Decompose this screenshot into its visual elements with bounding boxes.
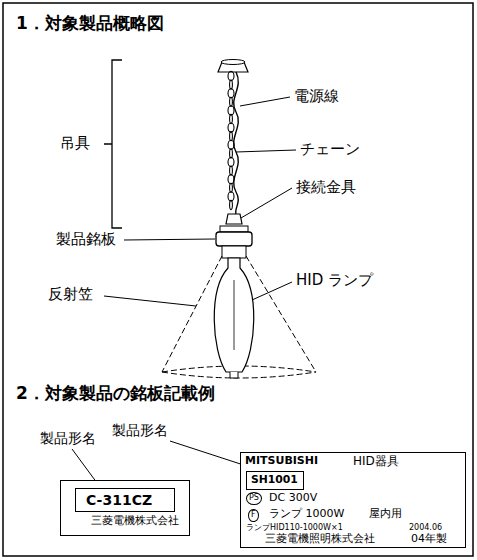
socket-cap	[220, 226, 248, 232]
model-box: SH1001	[246, 471, 304, 490]
nameplate-band	[216, 232, 252, 246]
chain-link	[228, 157, 234, 166]
leader-lines	[72, 97, 296, 487]
arc-tube	[234, 280, 235, 350]
chain-link	[230, 200, 233, 209]
chain-link	[230, 149, 233, 158]
section-heading: 1．対象製品概略図	[16, 14, 164, 34]
plate-text: C-311CZ	[86, 493, 152, 508]
part-label: チェーン	[300, 141, 360, 158]
hid-lamp	[214, 258, 254, 372]
chain-link	[228, 175, 234, 184]
lamp-tip	[230, 372, 238, 378]
part-label: 製品銘板	[56, 231, 116, 248]
plate-text: ランプ 1000W	[269, 508, 344, 520]
chain-link	[230, 80, 233, 89]
part-label: 接続金具	[296, 179, 356, 196]
chain-link	[228, 192, 234, 201]
chain-link	[230, 114, 233, 123]
plate-text: 2004.06	[409, 524, 442, 533]
plate-text: HID器具	[353, 455, 399, 468]
reflector-shade	[162, 256, 316, 378]
model-box: C-311CZ	[75, 488, 175, 512]
chain	[228, 71, 234, 209]
plate-text: 屋内用	[369, 508, 402, 520]
part-label: 吊具	[60, 135, 90, 152]
part-label: 製品形名	[40, 430, 96, 446]
part-label: HID ランプ	[296, 272, 373, 289]
section-heading: 2．対象製品の銘板記載例	[16, 384, 215, 404]
socket	[222, 246, 246, 258]
chain-link	[228, 89, 234, 98]
connection-fitting	[226, 214, 242, 224]
plate-text: ランプHID110-1000W×1	[246, 524, 343, 533]
outer-frame	[3, 3, 473, 556]
chain-link	[228, 71, 234, 80]
chain-link	[230, 183, 233, 192]
nameplate: 三菱電機株式会社 C-311CZ	[60, 480, 190, 536]
mark-circle: PS	[246, 492, 262, 505]
chain-link	[228, 123, 234, 132]
part-label: 電源線	[294, 88, 339, 105]
part-label: 製品形名	[112, 422, 168, 438]
chain-link	[228, 140, 234, 149]
chain-link	[228, 106, 234, 115]
plate-text: SH1001	[251, 474, 298, 486]
canopy-top	[221, 60, 245, 65]
plate-text: 三菱電機株式会社	[91, 515, 179, 527]
plate-text: MITSUBISHI	[245, 455, 318, 467]
plate-text: DC 300V	[269, 492, 317, 504]
chain-link	[230, 97, 233, 106]
part-label: 反射笠	[48, 286, 93, 303]
nameplate: MITSUBISHI HID器具 PS F DC 300V ランプ 1000W 屋内用ランプ…	[240, 452, 466, 548]
chain-link	[230, 132, 233, 141]
plate-text: 04年製	[411, 533, 447, 545]
chain-link	[230, 166, 233, 175]
plate-text: 三菱電機照明株式会社	[265, 533, 375, 545]
bracket	[104, 60, 122, 228]
mark-circle: F	[248, 509, 259, 522]
